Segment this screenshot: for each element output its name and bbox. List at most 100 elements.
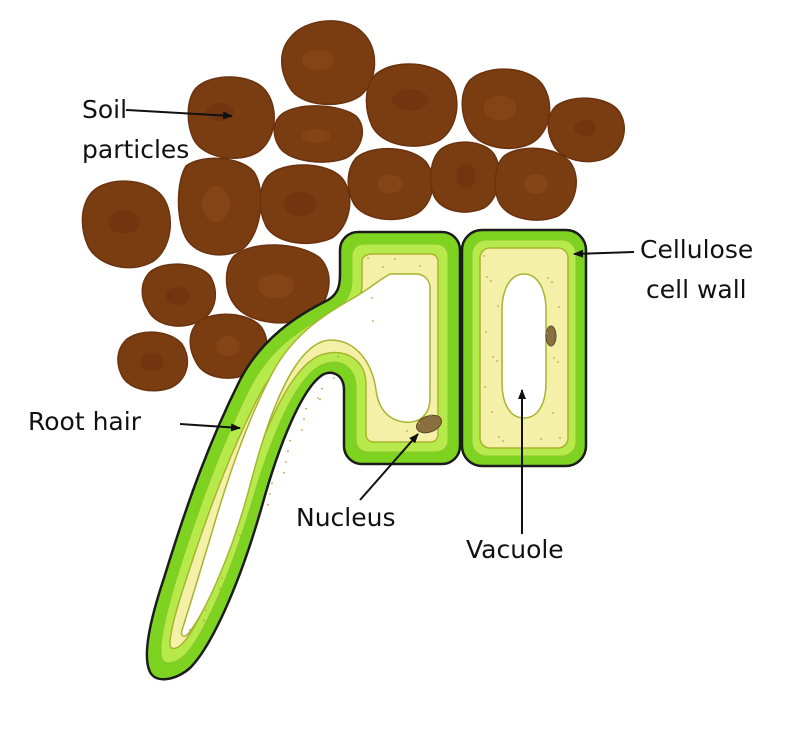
soil-texture-blotch [140, 353, 164, 371]
cytoplasm-speck [205, 609, 207, 611]
cytoplasm-speck [483, 255, 485, 257]
root-hair-nucleus [415, 414, 443, 434]
cytoplasm-speck [559, 437, 561, 439]
cytoplasm-speck [491, 411, 493, 413]
soil-texture-blotch [302, 50, 334, 70]
cytoplasm-speck [305, 407, 307, 410]
cytoplasm-speck [333, 377, 335, 379]
root-hair-vacuole [180, 273, 431, 637]
cytoplasm-speck [406, 430, 408, 432]
cytoplasm-speck [367, 257, 369, 259]
cytoplasm-speck [496, 360, 498, 362]
soil-particle [187, 76, 275, 159]
soil-texture-blotch [574, 120, 596, 136]
soil-texture-blotch [216, 336, 240, 356]
cytoplasm-speck [255, 514, 257, 517]
cytoplasm-speck [233, 566, 235, 569]
cytoplasm-speck [558, 306, 560, 308]
soil-texture-blotch [392, 89, 428, 111]
arrow-nucleus [359, 433, 419, 501]
cytoplasm-speck [319, 398, 321, 401]
epidermal-cell [460, 228, 588, 468]
cytoplasm-speck [484, 386, 486, 388]
cytoplasm-speck [285, 461, 287, 463]
cytoplasm-speck [239, 534, 241, 537]
cytoplasm-speck [301, 429, 303, 431]
root-hair-cell [145, 230, 462, 681]
cytoplasm-speck [551, 281, 553, 283]
cytoplasm-speck [335, 366, 337, 369]
labels: Soil particles Cellulose cell wall Root … [28, 95, 753, 564]
soil-texture-blotch [302, 129, 330, 143]
label-soil-line2: particles [82, 135, 189, 164]
cytoplasm-speck [394, 258, 396, 260]
cytoplasm-speck [303, 418, 305, 421]
soil-texture-blotch [202, 186, 230, 222]
cytoplasm-speck [317, 397, 319, 399]
label-soil-line1: Soil [82, 95, 127, 124]
soil-texture-blotch [166, 287, 190, 305]
cytoplasm-speck [337, 355, 339, 358]
arrow-cell-wall [573, 249, 635, 258]
cytoplasm-speck [545, 387, 547, 389]
epidermal-nucleus [545, 325, 557, 347]
cytoplasm-speck [430, 414, 432, 416]
cytoplasm-speck [553, 357, 555, 359]
cytoplasm-speck [253, 513, 255, 515]
soil-texture-blotch [108, 210, 140, 234]
cytoplasm-speck [490, 280, 492, 282]
cytoplasm-speck [382, 266, 384, 268]
cytoplasm-speck [497, 305, 499, 307]
cytoplasm-speck [219, 587, 221, 590]
cytoplasm-speck [418, 422, 420, 424]
cytoplasm-speck [321, 387, 323, 390]
soil-texture-blotch [206, 103, 234, 121]
cytoplasm-speck [547, 277, 549, 279]
cytoplasm-speck [221, 577, 223, 579]
cytoplasm-speck [371, 297, 373, 299]
soil-texture-blotch [484, 96, 516, 120]
cytoplasm-speckles [189, 255, 561, 633]
cytoplasm-speck [283, 471, 285, 474]
cytoplasm-speck [237, 545, 239, 547]
cytoplasm-speck [271, 482, 273, 485]
soil-texture-blotch [258, 274, 294, 298]
cytoplasm-speck [492, 356, 494, 358]
cytoplasm-speck [546, 332, 548, 334]
epidermal-vacuole [501, 273, 547, 419]
cytoplasm-speck [235, 555, 237, 558]
arrow-root-hair [179, 423, 241, 432]
cytoplasm-speck [289, 439, 291, 442]
cytoplasm-speck [201, 630, 203, 633]
cytoplasm-speck [502, 440, 504, 442]
label-root-hair: Root hair [28, 407, 142, 436]
cytoplasm-speck [267, 503, 269, 506]
arrow-soil [125, 109, 233, 120]
cytoplasm-speck [540, 438, 542, 440]
cytoplasm-speck [498, 436, 500, 438]
cytoplasm-speck [287, 450, 289, 453]
soil-texture-blotch [284, 192, 316, 216]
label-vacuole: Vacuole [466, 535, 564, 564]
cytoplasm-speck [269, 493, 271, 495]
cytoplasm-speck [419, 265, 421, 267]
label-cell-wall-line1: Cellulose [640, 235, 753, 264]
soil-texture-blotch [377, 175, 403, 193]
cytoplasm-speck [251, 523, 253, 526]
label-cell-wall-line2: cell wall [646, 275, 747, 304]
cytoplasm-speck [429, 391, 431, 393]
soil-texture-blotch [524, 174, 548, 194]
cytoplasm-speck [407, 273, 409, 275]
cytoplasm-speck [372, 320, 374, 322]
cytoplasm-speck [189, 629, 191, 631]
cytoplasm-speck [203, 619, 205, 622]
cytoplasm-speck [486, 276, 488, 278]
soil-texture-blotch [456, 163, 476, 189]
soil-texture [108, 50, 596, 371]
label-nucleus: Nucleus [296, 503, 396, 532]
cytoplasm-speck [557, 361, 559, 363]
cytoplasm-speck [217, 598, 219, 601]
cytoplasm-speck [552, 412, 554, 414]
cytoplasm-speck [485, 331, 487, 333]
